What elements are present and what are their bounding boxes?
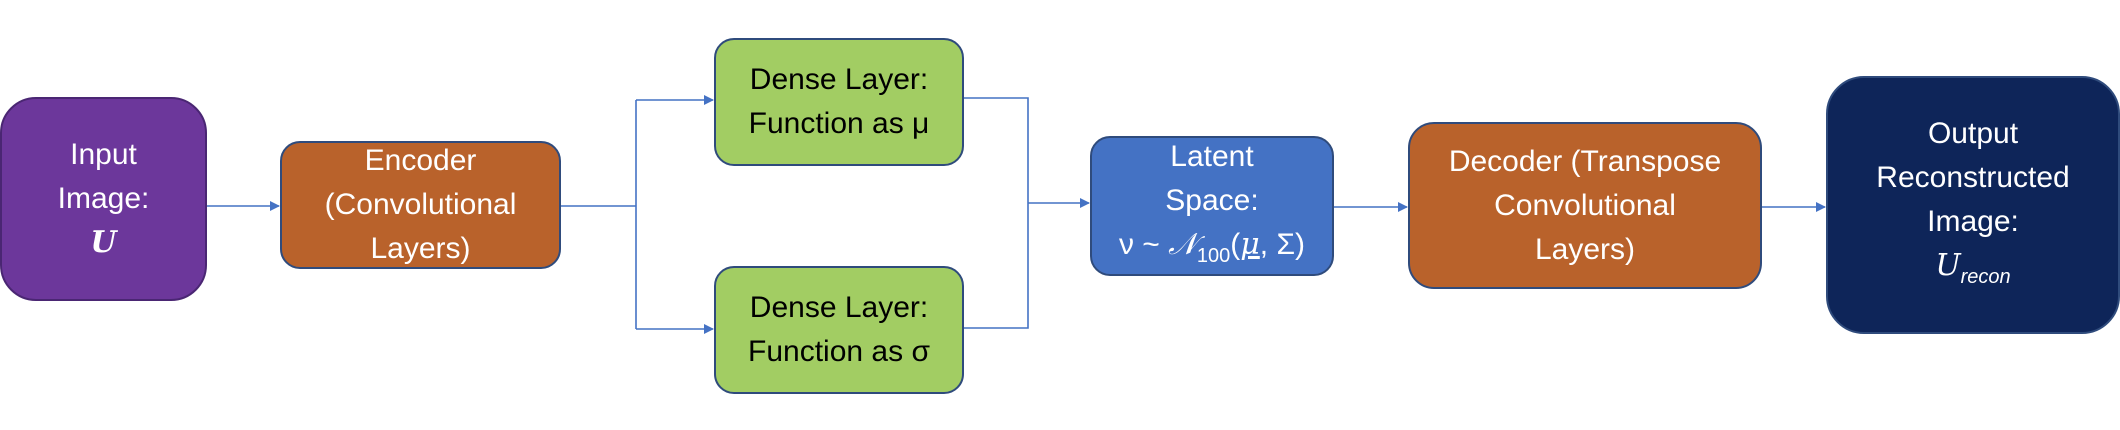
latent-space-node: Latent Space: ν ~ 𝒩100(μ, Σ) xyxy=(1090,136,1334,276)
dense-mu-label-line-2: Function as μ xyxy=(748,107,930,140)
formula-relation: ~ xyxy=(1133,227,1169,261)
latent-label-line-1: Latent xyxy=(1170,139,1254,173)
encoder-label-line-1: Encoder xyxy=(364,144,477,177)
output-symbol: U xyxy=(1935,247,1961,283)
dense-mu-label-line-1: Dense Layer: xyxy=(749,63,929,96)
output-label-line-1: Output xyxy=(1927,116,2019,150)
dense-layer-mu-node: Dense Layer: Function as μ xyxy=(714,38,964,166)
encoder-label-line-2: (Convolutional xyxy=(324,188,517,221)
encoder-node: Encoder (Convolutional Layers) xyxy=(280,141,561,269)
latent-distribution-formula: ν ~ 𝒩100(μ, Σ) xyxy=(1119,223,1305,278)
output-reconstructed-image-node: Output Reconstructed Image: Urecon xyxy=(1826,76,2120,334)
decoder-label-line-2: Convolutional xyxy=(1494,188,1676,222)
decoder-label-line-3: Layers) xyxy=(1534,232,1636,266)
encoder-label-line-3: Layers) xyxy=(370,232,471,265)
connector-dense-sigma-to-merge xyxy=(964,203,1029,329)
output-symbol-wrapper: Urecon xyxy=(1935,244,2010,299)
formula-covariance: Σ xyxy=(1276,227,1296,261)
formula-mean: μ xyxy=(1240,226,1260,262)
formula-distribution: 𝒩 xyxy=(1168,226,1197,262)
input-symbol: U xyxy=(90,225,117,260)
output-symbol-subscript: recon xyxy=(1960,265,2011,288)
formula-variable: ν xyxy=(1118,227,1134,261)
input-image-node: Input Image: U xyxy=(0,97,207,301)
formula-open-paren: ( xyxy=(1230,227,1241,261)
dense-sigma-label-line-2: Function as σ xyxy=(748,335,930,368)
decoder-node: Decoder (Transpose Convolutional Layers) xyxy=(1408,122,1762,289)
output-label-line-2: Reconstructed xyxy=(1876,160,2070,194)
formula-close-paren: ) xyxy=(1295,227,1306,261)
output-label-line-3: Image: xyxy=(1927,204,2019,238)
formula-distribution-subscript: 100 xyxy=(1196,244,1231,267)
connector-dense-mu-to-merge xyxy=(964,97,1029,203)
dense-sigma-label-line-1: Dense Layer: xyxy=(749,291,929,324)
input-label-line-1: Input xyxy=(70,138,137,171)
formula-separator: , xyxy=(1259,227,1277,261)
input-label-line-2: Image: xyxy=(57,182,150,215)
decoder-label-line-1: Decoder (Transpose xyxy=(1448,144,1722,178)
latent-label-line-2: Space: xyxy=(1165,183,1259,217)
dense-layer-sigma-node: Dense Layer: Function as σ xyxy=(714,266,964,394)
